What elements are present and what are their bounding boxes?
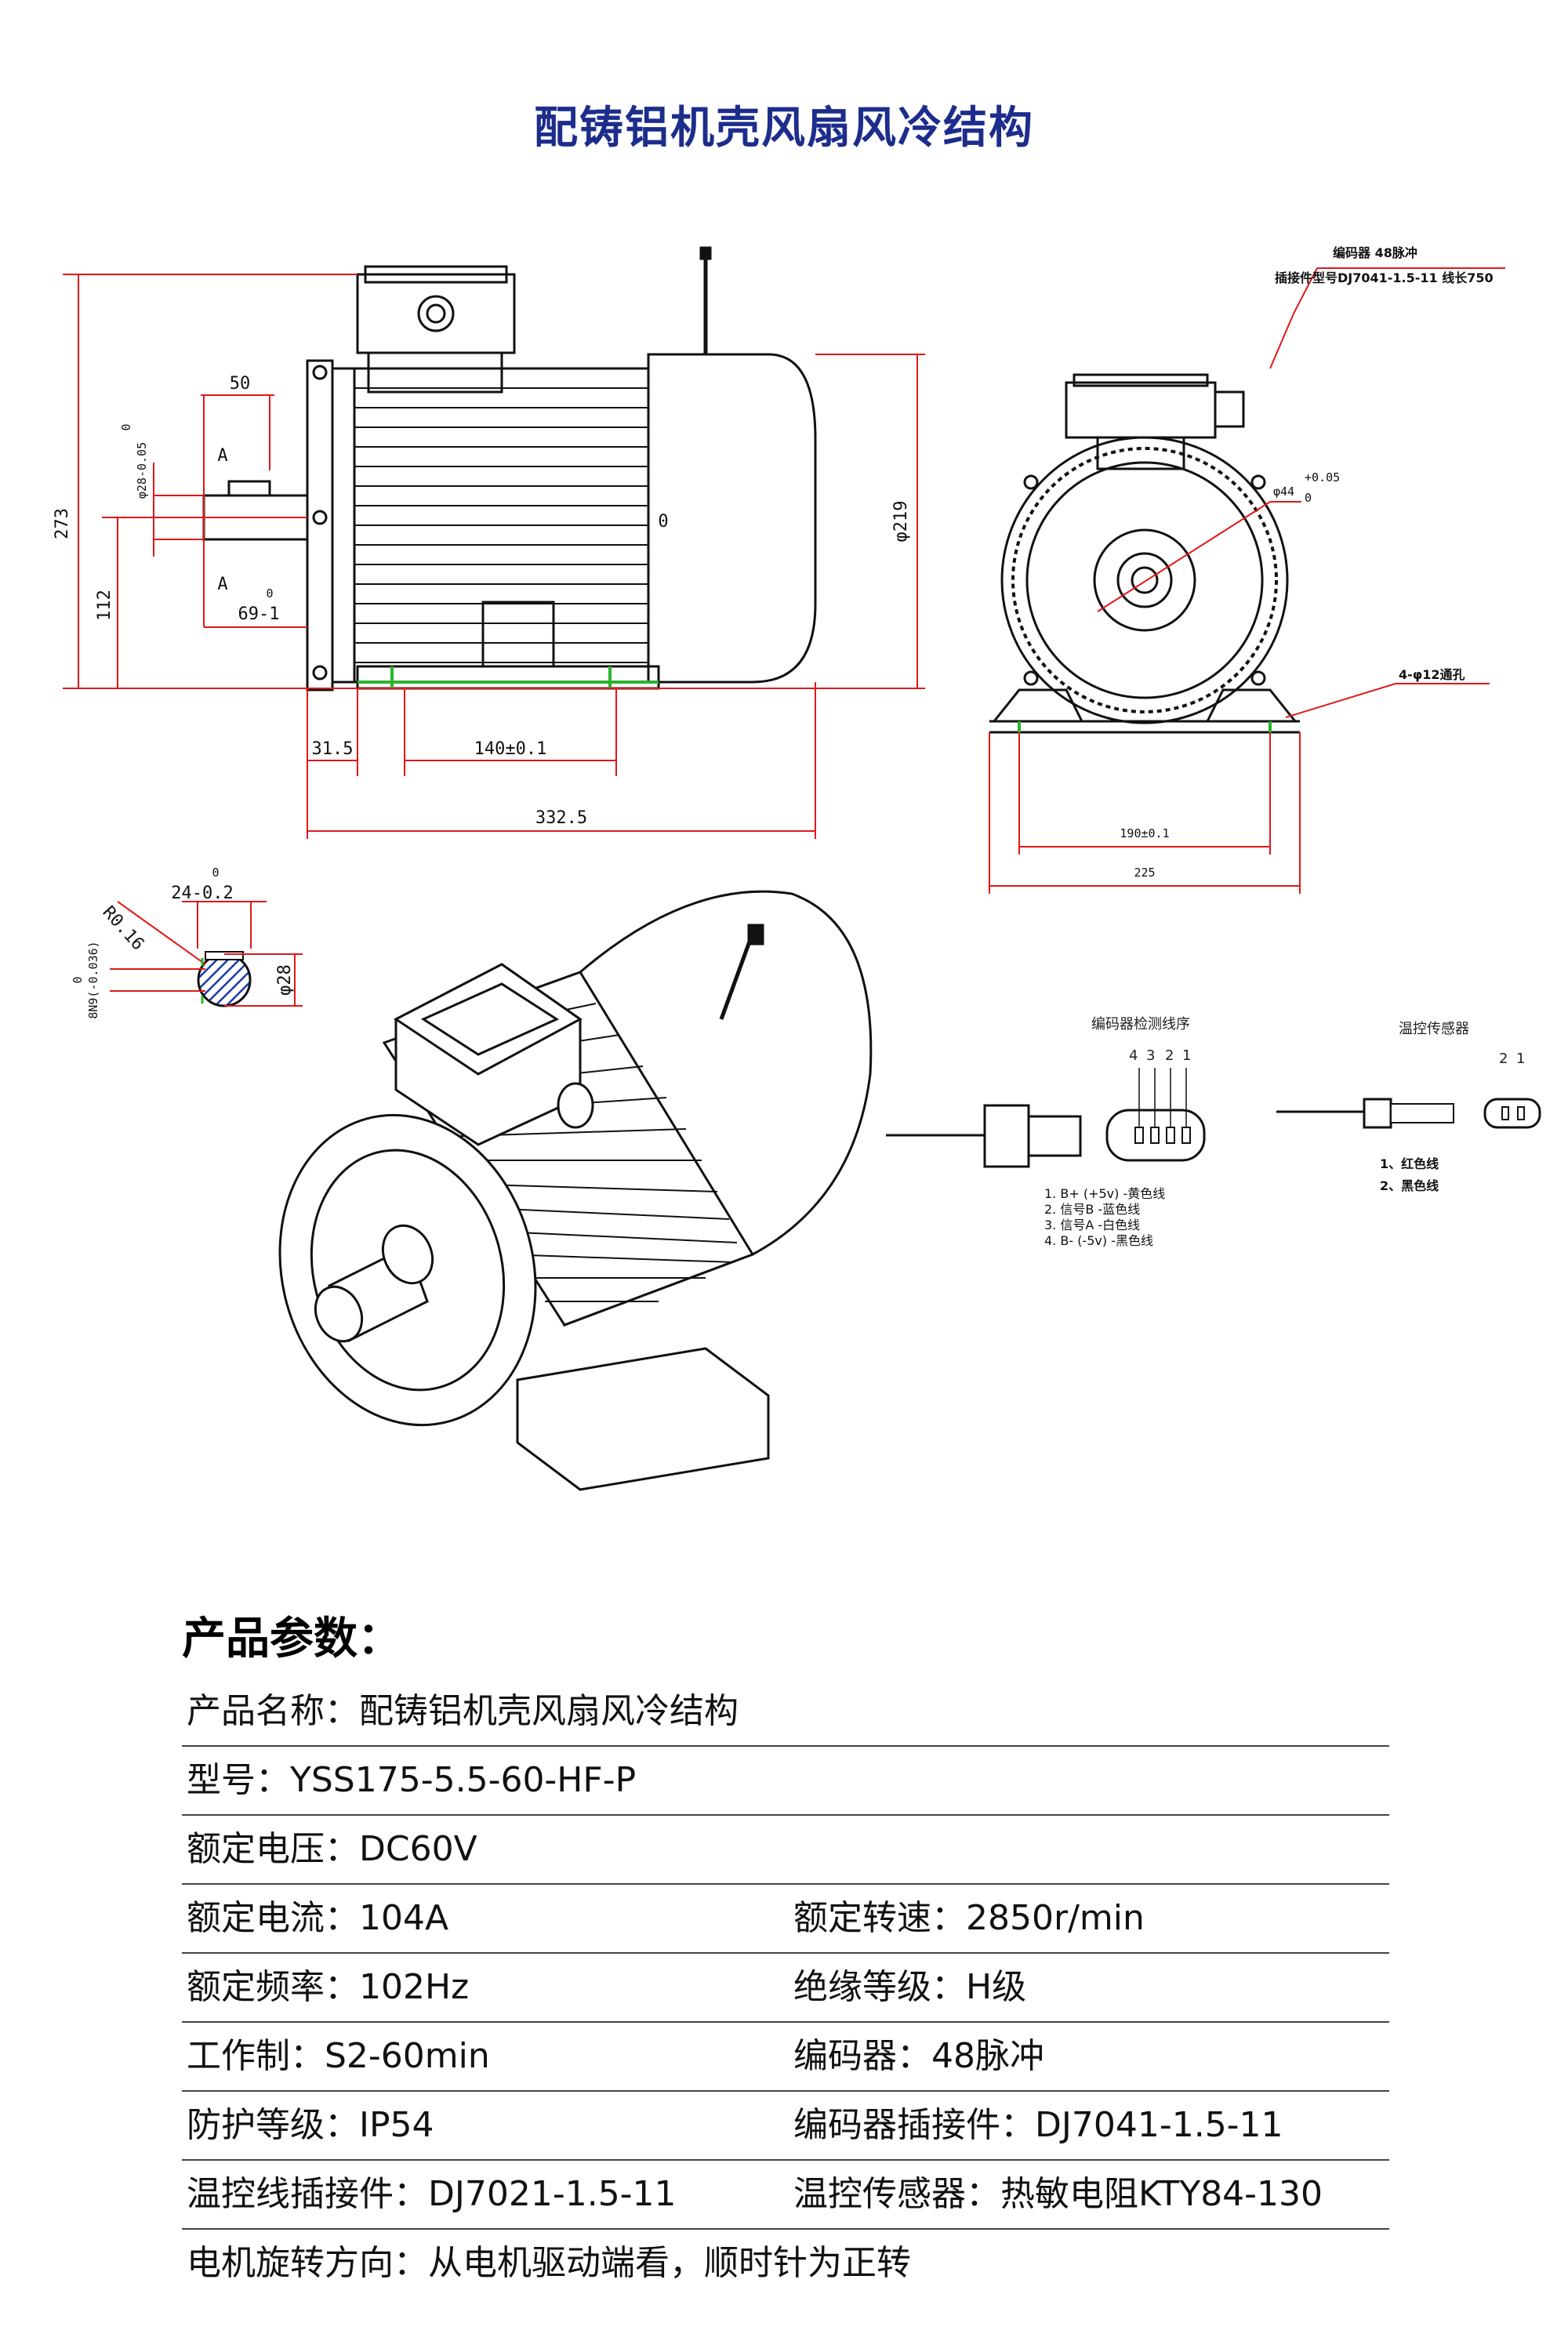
side-dimension-lines xyxy=(63,274,925,839)
param-protection: 防护等级：IP54 xyxy=(187,2105,434,2145)
temp-wire-2: 2、黑色线 xyxy=(1380,1178,1439,1193)
dim-24-tolerance: 0 xyxy=(212,866,219,880)
dim-69-tolerance: 0 xyxy=(266,586,273,601)
dim-24: 24-0.2 xyxy=(171,884,233,903)
front-view xyxy=(989,373,1300,734)
foot-highlight xyxy=(358,666,659,688)
dim-8n9-tolerance: 0 xyxy=(71,976,85,983)
end-shield-outer xyxy=(1000,436,1289,724)
temp-wire-1: 1、红色线 xyxy=(1380,1156,1439,1171)
encoder-plug xyxy=(983,1104,1030,1168)
cable-gland xyxy=(417,295,455,332)
param-row: 型号：YSS175-5.5-60-HF-P xyxy=(182,1747,1389,1816)
iso-encoder-cable xyxy=(719,932,755,1020)
dim-219: φ219 xyxy=(891,501,911,543)
param-encoder: 编码器：48脉冲 xyxy=(793,2036,1044,2076)
front-hole-highlight xyxy=(1018,721,1272,732)
dim-r016: R0.16 xyxy=(99,902,148,954)
param-row: 额定电压：DC60V xyxy=(182,1816,1389,1885)
param-row: 电机旋转方向：从电机驱动端看，顺时针为正转 xyxy=(182,2230,1389,2297)
param-row: 额定频率：102Hz 绝缘等级：H级 xyxy=(182,1954,1389,2023)
temp-plug xyxy=(1363,1098,1392,1129)
encoder-wire-1: 1. B+ (+5v) -黄色线 xyxy=(1044,1186,1165,1201)
front-terminal-box xyxy=(1065,381,1217,439)
temp-pin-2: 2 xyxy=(1499,1051,1508,1067)
dim-44-tolerance-lower: 0 xyxy=(1305,491,1312,505)
dim-44: φ44 xyxy=(1273,485,1294,499)
encoder-pin-4: 4 xyxy=(1129,1047,1138,1064)
iso-foot xyxy=(516,1347,770,1491)
encoder-title: 编码器检测线序 xyxy=(1091,1016,1190,1033)
section-label-a-bottom: A xyxy=(217,575,227,594)
page-title: 配铸铝机壳风扇风冷结构 xyxy=(534,103,1034,154)
temp-title: 温控传感器 xyxy=(1399,1021,1469,1037)
param-rated-speed: 额定转速：2850r/min xyxy=(793,1898,1145,1938)
dim-shaft-diameter: φ28-0.05 xyxy=(135,442,149,499)
dim-8n9: 8N9(-0.036) xyxy=(86,941,100,1018)
encoder-wire-4: 4. B- (-5v) -黑色线 xyxy=(1044,1233,1153,1248)
fin-ring xyxy=(1011,447,1278,713)
temp-connector: 温控传感器 2 1 1、红色线 2、黑色线 xyxy=(1276,1021,1541,1193)
param-duty: 工作制：S2-60min xyxy=(187,2036,490,2076)
isometric-motor xyxy=(278,890,873,1491)
param-product-name: 产品名称：配铸铝机壳风扇风冷结构 xyxy=(187,1691,739,1731)
param-rotation-direction: 电机旋转方向：从电机驱动端看，顺时针为正转 xyxy=(187,2243,911,2283)
encoder-note: 编码器 48脉冲 xyxy=(1333,245,1417,260)
dim-shaft-tolerance: 0 xyxy=(119,423,133,430)
param-rated-current: 额定电流：104A xyxy=(187,1898,449,1938)
encoder-pin-3: 3 xyxy=(1146,1047,1155,1064)
iso-cable-gland xyxy=(557,1082,594,1129)
fan-cover xyxy=(647,353,817,684)
encoder-wire-3: 3. 信号A -白色线 xyxy=(1044,1218,1140,1232)
encoder-pin-2: 2 xyxy=(1165,1047,1174,1064)
param-rated-voltage: 额定电压：DC60V xyxy=(187,1829,477,1869)
params-heading: 产品参数： xyxy=(182,1613,401,1664)
technical-drawing: 273 112 50 φ28-0.05 0 A A 69-1 0 0 φ219 … xyxy=(53,245,1541,1491)
param-row: 温控线插接件：DJ7021-1.5-11 温控传感器：热敏电阻KTY84-130 xyxy=(182,2161,1389,2230)
param-row: 工作制：S2-60min 编码器：48脉冲 xyxy=(182,2023,1389,2092)
section-label-a-top: A xyxy=(217,446,227,466)
params-table: 产品名称：配铸铝机壳风扇风冷结构 型号：YSS175-5.5-60-HF-P 额… xyxy=(182,1678,1389,2297)
dim-31-5: 31.5 xyxy=(312,739,354,759)
front-foot-left xyxy=(991,688,1084,723)
terminal-box xyxy=(356,273,516,354)
end-flange xyxy=(306,359,334,691)
front-foot-right xyxy=(1205,688,1298,723)
temp-socket xyxy=(1483,1098,1541,1129)
cooling-fins xyxy=(354,387,648,663)
dim-44-tolerance: +0.05 xyxy=(1305,470,1340,485)
encoder-pin-1: 1 xyxy=(1182,1047,1191,1064)
dim-69: 69-1 xyxy=(238,604,280,624)
dim-140: 140±0.1 xyxy=(474,739,547,759)
encoder-wire-2: 2. 信号B -蓝色线 xyxy=(1044,1202,1140,1217)
param-model: 型号：YSS175-5.5-60-HF-P xyxy=(187,1760,637,1800)
housing-mark: 0 xyxy=(658,512,668,532)
side-view xyxy=(202,246,817,691)
param-row: 额定电流：104A 额定转速：2850r/min xyxy=(182,1885,1389,1954)
shaft-section: 24-0.2 0 R0.16 8N9(-0.036) 0 φ28 xyxy=(71,866,303,1019)
param-encoder-connector: 编码器插接件：DJ7041-1.5-11 xyxy=(793,2105,1283,2145)
param-rated-frequency: 额定频率：102Hz xyxy=(187,1967,470,2007)
front-cable-gland xyxy=(1214,390,1245,428)
connector-note: 插接件型号DJ7041-1.5-11 线长750 xyxy=(1275,270,1494,285)
bearing-housing xyxy=(1093,528,1196,632)
encoder-connector: 编码器检测线序 4 3 2 1 1. B+ (+5v) -黄色线 2. 信号B … xyxy=(886,1016,1206,1248)
mounting-foot xyxy=(356,665,660,690)
param-temp-connector: 温控线插接件：DJ7021-1.5-11 xyxy=(187,2174,677,2214)
temp-pin-1: 1 xyxy=(1516,1051,1525,1067)
dim-190: 190±0.1 xyxy=(1120,826,1169,840)
dim-273: 273 xyxy=(53,508,72,539)
dim-112: 112 xyxy=(95,590,114,621)
param-row: 防护等级：IP54 编码器插接件：DJ7041-1.5-11 xyxy=(182,2092,1389,2161)
dim-28: φ28 xyxy=(275,964,295,996)
param-insulation-class: 绝缘等级：H级 xyxy=(793,1967,1027,2007)
dim-332-5: 332.5 xyxy=(535,808,587,828)
dim-50: 50 xyxy=(230,374,251,394)
param-row: 产品名称：配铸铝机壳风扇风冷结构 xyxy=(182,1678,1389,1747)
dim-225: 225 xyxy=(1134,866,1155,880)
front-dimension-lines xyxy=(989,267,1505,894)
mounting-hole-note: 4-φ12通孔 xyxy=(1399,667,1465,682)
param-temp-sensor: 温控传感器：热敏电阻KTY84-130 xyxy=(793,2174,1323,2214)
